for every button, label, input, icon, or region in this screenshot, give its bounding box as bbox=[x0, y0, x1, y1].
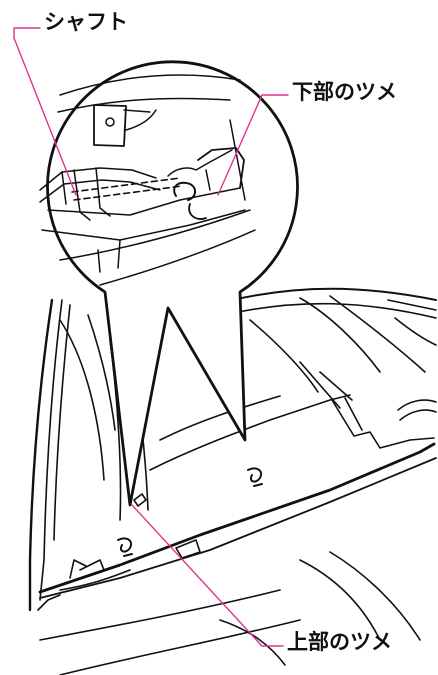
leader-lower-claw bbox=[217, 94, 289, 196]
glovebox-scene bbox=[28, 287, 437, 675]
magnifier bbox=[46, 60, 299, 507]
detail-view bbox=[39, 74, 256, 286]
label-upper-claw: 上部のツメ bbox=[287, 630, 392, 654]
callout-leaders bbox=[13, 27, 289, 647]
label-lower-claw: 下部のツメ bbox=[292, 80, 397, 104]
label-shaft: シャフト bbox=[44, 10, 128, 34]
leader-upper-claw bbox=[131, 504, 284, 647]
leader-shaft bbox=[13, 27, 77, 196]
